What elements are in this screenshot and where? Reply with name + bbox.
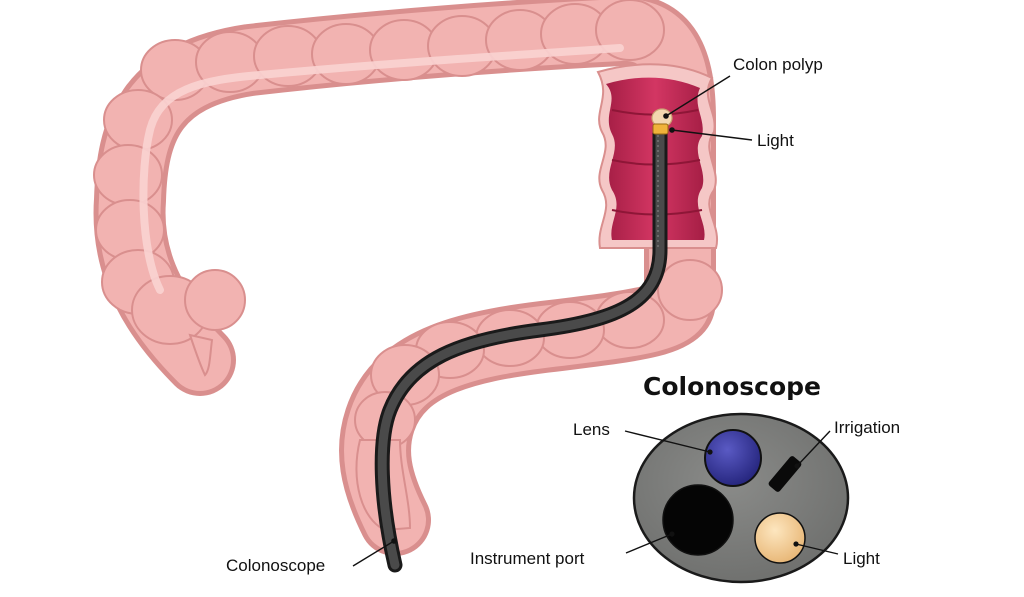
leader-lens-dot [707,449,713,455]
appendix [188,333,214,377]
colonoscope-tube [374,123,669,573]
colon [93,0,723,556]
scope-tip-light [652,123,669,135]
leader-instrument-port [625,533,673,554]
leader-light [795,543,839,555]
label-light: Light [843,549,880,568]
leader-light-dot [793,541,799,547]
label-light-tip: Light [757,131,794,150]
leader-irrigation [796,430,831,467]
instrument-port [662,484,734,556]
label-lens: Lens [573,420,610,439]
scope-cross-section-inset: Colonoscope Lens Irrigation Instrument p… [470,372,900,584]
leader-lens [624,430,711,453]
leader-polyp-dot [663,113,669,119]
leader-light-tip-dot [669,127,675,133]
leader-colonoscope-dot [391,538,397,544]
label-irrigation: Irrigation [834,418,900,437]
label-colon-polyp: Colon polyp [733,55,823,74]
label-instrument-port: Instrument port [470,549,585,568]
irrigation-channel [768,456,802,492]
leader-polyp [665,75,731,117]
lens [704,429,762,487]
leader-light-tip [671,129,753,141]
inset-title: Colonoscope [643,372,821,401]
light-source [754,512,806,564]
leader-irrigation-dot [794,463,800,469]
leader-instrument-port-dot [669,531,675,537]
colon-highlight [139,44,624,294]
label-colonoscope: Colonoscope [226,556,325,575]
leader-colonoscope [352,540,395,567]
